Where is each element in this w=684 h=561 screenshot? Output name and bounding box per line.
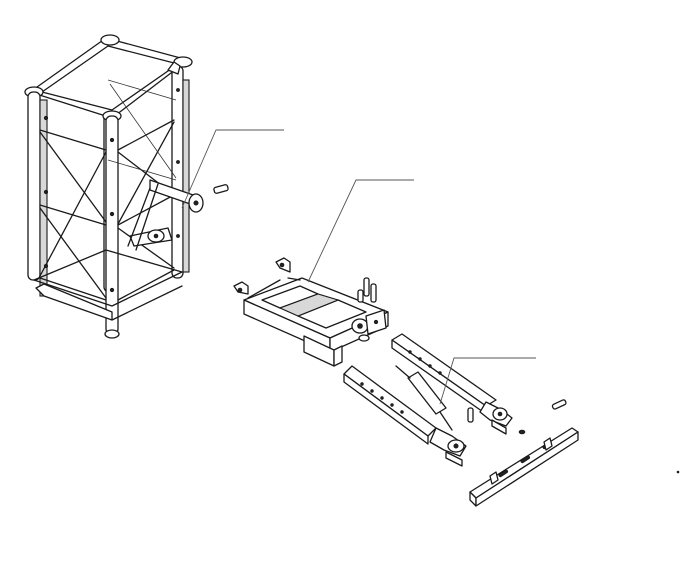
frame-lugs xyxy=(233,257,301,299)
mast-mounted-clamp xyxy=(127,179,204,251)
mast-chord-front-left xyxy=(27,91,41,281)
mast-chord-front-right xyxy=(105,115,119,335)
attachment-frame xyxy=(233,257,389,367)
turnbuckle xyxy=(407,371,447,415)
frame-pins xyxy=(357,277,377,303)
leader-line-2 xyxy=(307,179,414,283)
leader-line-3 xyxy=(439,357,536,405)
wall-bracket xyxy=(469,427,579,507)
pin xyxy=(213,184,229,194)
bracket-plate-front xyxy=(475,431,579,507)
tie-rod-holes-left xyxy=(360,382,404,414)
mast-chord-back-right xyxy=(171,65,184,279)
tie-rod-outer-right xyxy=(391,333,497,407)
bracket-plate-top xyxy=(469,427,579,499)
top-lug xyxy=(167,61,181,75)
tie-rod-holes-right xyxy=(408,350,442,375)
rack-back xyxy=(182,79,190,273)
rod-pin-2 xyxy=(551,399,567,410)
mast-section xyxy=(24,34,229,339)
mast-top-frame xyxy=(29,37,189,119)
leader-line-1 xyxy=(181,129,284,209)
chord-bolts xyxy=(43,88,180,293)
rod-pin-1 xyxy=(467,407,474,423)
chord-cap-back-left xyxy=(100,34,120,46)
rod-end-clevis-left xyxy=(429,427,467,467)
telescopic-tie-rod xyxy=(343,333,567,467)
rod-end-clevis-right xyxy=(479,401,513,435)
